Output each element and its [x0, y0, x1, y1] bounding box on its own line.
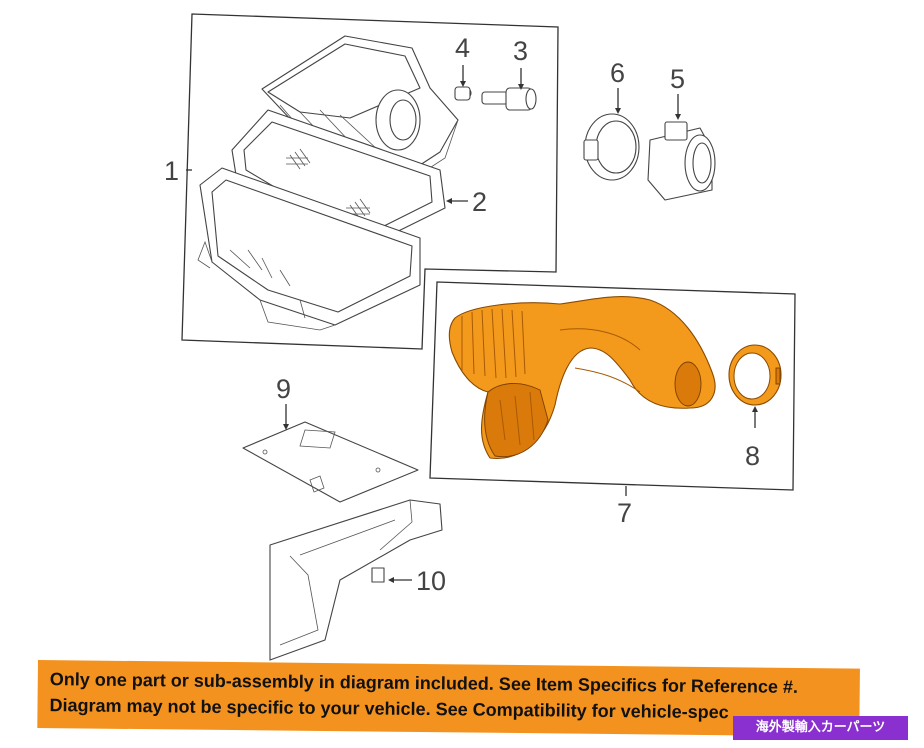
- assembly-box-1: [181, 13, 559, 350]
- callout-10: 10: [416, 566, 446, 596]
- part-7-inlet-duct-highlighted: [448, 296, 716, 459]
- part-10-support-bracket: [269, 499, 443, 661]
- air-cleaner-housing: [197, 167, 421, 331]
- callout-3: 3: [513, 36, 528, 66]
- callout-6: 6: [610, 58, 625, 88]
- assembly-box-7: [429, 281, 796, 491]
- part-8-seal-highlighted: [728, 344, 782, 406]
- part-3-sensor: [481, 87, 537, 111]
- callout-2: 2: [472, 187, 487, 217]
- callout-5: 5: [670, 64, 685, 94]
- part-6-clamp: [583, 113, 640, 181]
- callout-8: 8: [745, 441, 760, 471]
- part-9-bracket-plate: [242, 421, 419, 503]
- disclaimer-line-1: Only one part or sub-assembly in diagram…: [49, 669, 799, 697]
- callout-4: 4: [455, 33, 470, 63]
- leader-lines: [186, 65, 758, 583]
- part-4-cap: [454, 86, 472, 101]
- callout-1: 1: [164, 156, 179, 186]
- import-parts-tag: 海外製輸入カーパーツ: [733, 716, 908, 740]
- air-filter-element: [231, 109, 446, 253]
- disclaimer-line-2: Diagram may not be specific to your vehi…: [49, 695, 729, 723]
- part-5-maf-sensor: [647, 121, 716, 201]
- callout-7: 7: [617, 498, 632, 528]
- callout-9: 9: [276, 374, 291, 404]
